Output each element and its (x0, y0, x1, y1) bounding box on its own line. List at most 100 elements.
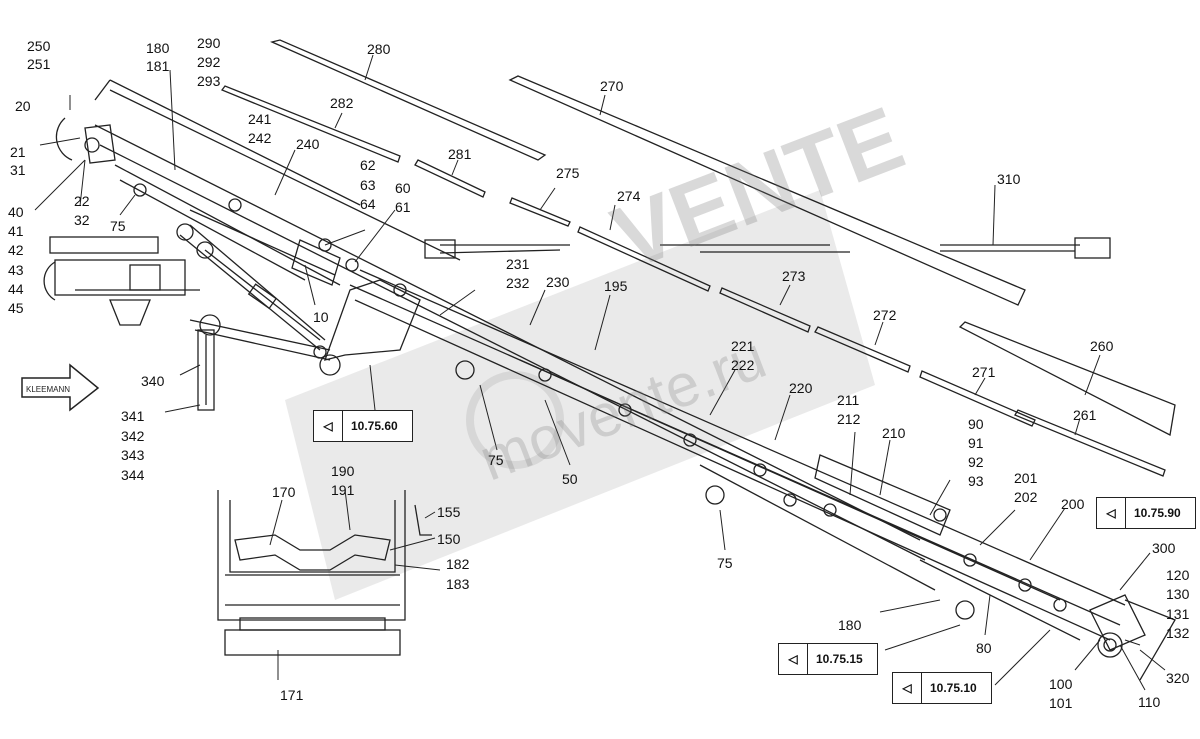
part-label: 42 (8, 242, 24, 258)
part-label: 231 (506, 256, 530, 272)
part-label: 131 (1166, 606, 1190, 622)
part-label: 183 (446, 576, 470, 592)
part-label: 40 (8, 204, 24, 220)
part-label: 101 (1049, 695, 1073, 711)
part-label: 91 (968, 435, 984, 451)
head-drum (55, 117, 100, 161)
part-label: 92 (968, 454, 984, 470)
part-label: 155 (437, 504, 461, 520)
part-label: 242 (248, 130, 272, 146)
part-label: 280 (367, 41, 391, 57)
part-label: 343 (121, 447, 145, 463)
brand-logo: KLEEMANN (21, 363, 100, 412)
part-label: 273 (782, 268, 806, 284)
part-label: 93 (968, 473, 984, 489)
ref-box-1[interactable]: ◁10.75.60 (313, 410, 413, 442)
eye-icon: ◁ (1097, 498, 1126, 528)
part-label: 230 (546, 274, 570, 290)
part-label: 181 (146, 58, 170, 74)
part-label: 344 (121, 467, 145, 483)
part-label: 274 (617, 188, 641, 204)
part-label: 220 (789, 380, 813, 396)
part-label: 210 (882, 425, 906, 441)
eye-icon: ◁ (779, 644, 808, 674)
part-label: 62 (360, 157, 376, 173)
part-label: 221 (731, 338, 755, 354)
part-label: 182 (446, 556, 470, 572)
part-label: 120 (1166, 567, 1190, 583)
part-label: 75 (110, 218, 126, 234)
part-label: 50 (562, 471, 578, 487)
part-label: 191 (331, 482, 355, 498)
part-label: 63 (360, 177, 376, 193)
conveyor-frame-upper (84, 79, 926, 561)
part-label: 260 (1090, 338, 1114, 354)
part-label: 292 (197, 54, 221, 70)
part-label: 60 (395, 180, 411, 196)
ref-box-2[interactable]: ◁10.75.90 (1096, 497, 1196, 529)
part-label: 275 (556, 165, 580, 181)
part-label: 320 (1166, 670, 1190, 686)
part-label: 271 (972, 364, 996, 380)
part-label: 22 (74, 193, 90, 209)
ref-box-3[interactable]: ◁10.75.15 (778, 643, 878, 675)
part-label: 130 (1166, 586, 1190, 602)
part-label: 222 (731, 357, 755, 373)
part-label: 64 (360, 196, 376, 212)
part-label: 21 (10, 144, 26, 160)
part-label: 282 (330, 95, 354, 111)
part-label: 75 (717, 555, 733, 571)
part-label: 270 (600, 78, 624, 94)
part-label: 110 (1138, 694, 1161, 710)
part-label: 250 (27, 38, 51, 54)
part-label: 342 (121, 428, 145, 444)
part-label: 272 (873, 307, 897, 323)
part-label: 61 (395, 199, 411, 215)
part-label: 293 (197, 73, 221, 89)
part-label: 132 (1166, 625, 1190, 641)
conveyor-frame-lower (323, 269, 1126, 641)
part-label: 43 (8, 262, 24, 278)
leader-lines (34, 54, 1166, 691)
part-label: 170 (272, 484, 296, 500)
part-label: 200 (1061, 496, 1085, 512)
feed-section (43, 236, 200, 326)
part-label: 31 (10, 162, 26, 178)
guard-strips (220, 39, 1176, 477)
part-label: 190 (331, 463, 355, 479)
eye-icon: ◁ (893, 673, 922, 703)
part-label: 150 (437, 531, 461, 547)
part-label: 310 (997, 171, 1021, 187)
part-label: 212 (837, 411, 861, 427)
tail-frame (1089, 594, 1176, 681)
part-label: 232 (506, 275, 530, 291)
part-label: 80 (976, 640, 992, 656)
part-label: 211 (837, 392, 860, 408)
part-label: 241 (248, 111, 272, 127)
part-label: 195 (604, 278, 628, 294)
part-label: 340 (141, 373, 165, 389)
eye-icon: ◁ (314, 411, 343, 441)
part-label: 32 (74, 212, 90, 228)
ref-box-4[interactable]: ◁10.75.10 (892, 672, 992, 704)
belt-cross-section (217, 490, 432, 656)
part-label: 10 (313, 309, 329, 325)
part-label: 341 (121, 408, 145, 424)
brand-logo-text: KLEEMANN (26, 385, 70, 394)
part-label: 75 (488, 452, 504, 468)
part-label: 20 (15, 98, 31, 114)
part-label: 180 (146, 40, 170, 56)
hydraulic-cylinders (176, 223, 341, 411)
part-label: 45 (8, 300, 24, 316)
watermark-graphic (285, 190, 875, 600)
part-label: 180 (838, 617, 862, 633)
part-label: 290 (197, 35, 221, 51)
part-label: 300 (1152, 540, 1176, 556)
part-label: 281 (448, 146, 472, 162)
part-label: 90 (968, 416, 984, 432)
part-label: 201 (1014, 470, 1038, 486)
part-label: 100 (1049, 676, 1073, 692)
part-label: 44 (8, 281, 24, 297)
